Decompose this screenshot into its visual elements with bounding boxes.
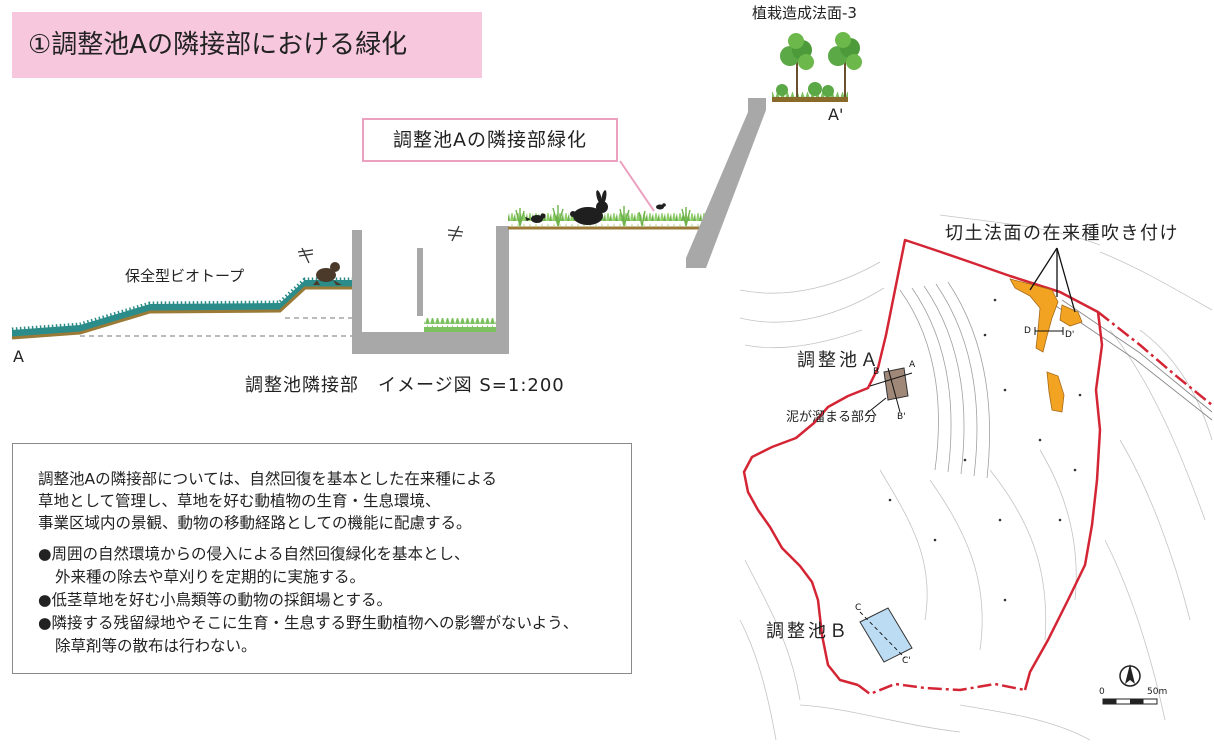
biotope-ground bbox=[11, 277, 352, 340]
page-title: ①調整池Aの隣接部における緑化 bbox=[28, 30, 408, 60]
pond-a-plan bbox=[869, 367, 913, 413]
cut-slope-seeding-area bbox=[1009, 278, 1083, 413]
bullet-item: ●周囲の自然環境からの侵入による自然回復緑化を基本とし、 bbox=[38, 545, 470, 563]
bullet-item-continuation: 除草剤等の散布は行わない。 bbox=[55, 637, 257, 655]
adjacent-grassland bbox=[508, 205, 705, 230]
rabbit-icon bbox=[570, 190, 608, 225]
planted-slope-label: 植栽造成法面-3 bbox=[752, 4, 857, 22]
mud-leader-line bbox=[865, 397, 887, 415]
pond-b-label: 調整池Ｂ bbox=[766, 621, 850, 642]
greening-callout: 調整池Aの隣接部緑化 bbox=[362, 118, 618, 162]
shrub-icon bbox=[776, 82, 834, 97]
pond-a-label: 調整池Ａ bbox=[797, 350, 881, 371]
notes-box: 調整池Aの隣接部については、自然回復を基本とした在来種による 草地として管理し、… bbox=[12, 443, 632, 674]
section-mark-b-prime: B' bbox=[897, 412, 906, 422]
contour-lines bbox=[739, 214, 1213, 741]
section-mark-c-prime: C' bbox=[902, 656, 911, 666]
scale-end-label: 50m bbox=[1147, 687, 1168, 697]
road-lines bbox=[1055, 299, 1213, 421]
pond-b-plan bbox=[859, 607, 913, 663]
cut-slope-leader-lines bbox=[1029, 247, 1076, 313]
tree-icon bbox=[828, 32, 862, 97]
section-mark-c: C bbox=[855, 603, 862, 613]
section-end-point-label: A' bbox=[828, 105, 844, 124]
cut-slope-label: 切土法面の在来種吹き付け bbox=[945, 223, 1179, 244]
bullet-item: ●隣接する残留緑地やそこに生育・生息する野生動植物への影響がないよう、 bbox=[38, 614, 579, 632]
bullet-item: ●低茎草地を好む小鳥類等の動物の採餌場とする。 bbox=[38, 591, 393, 609]
notes-intro-line: 草地として管理し、草地を好む動植物の生育・生息環境、 bbox=[38, 492, 441, 510]
frog-icon bbox=[313, 262, 342, 285]
section-start-point-label: A bbox=[13, 347, 24, 366]
pond-bottom-grass bbox=[424, 318, 496, 332]
notes-intro: 調整池Aの隣接部については、自然回復を基本とした在来種による 草地として管理し、… bbox=[38, 468, 631, 534]
survey-points bbox=[888, 298, 1082, 602]
greening-callout-text: 調整池Aの隣接部緑化 bbox=[393, 129, 587, 151]
planted-slope-top bbox=[772, 92, 848, 102]
reference-dashed-lines bbox=[80, 317, 352, 337]
mud-area-label: 泥が溜まる部分 bbox=[786, 410, 878, 425]
biotope-label: 保全型ビオトープ bbox=[125, 267, 245, 285]
pond-a-structure bbox=[352, 226, 509, 354]
bird-icon bbox=[525, 213, 546, 223]
section-mark-d-prime: D' bbox=[1065, 330, 1075, 340]
slope-wall bbox=[686, 98, 766, 268]
callout-leader-line bbox=[619, 160, 655, 212]
notes-bullet-list: ●周囲の自然環境からの侵入による自然回復緑化を基本とし、 外来種の除去や草刈りを… bbox=[38, 543, 631, 658]
notes-intro-line: 調整池Aの隣接部については、自然回復を基本とした在来種による bbox=[38, 470, 497, 488]
section-mark-a: A bbox=[909, 360, 916, 370]
notes-intro-line: 事業区域内の景観、動物の移動経路としての機能に配慮する。 bbox=[38, 514, 472, 532]
section-mark-b: B bbox=[873, 367, 880, 377]
scale-start-label: 0 bbox=[1099, 687, 1105, 697]
section-mark-d: D bbox=[1024, 326, 1031, 336]
project-boundary bbox=[742, 238, 1213, 696]
scale-bar bbox=[1102, 698, 1158, 705]
bullet-item-continuation: 外来種の除去や草刈りを定期的に実施する。 bbox=[55, 568, 366, 586]
tree-icon bbox=[780, 33, 814, 97]
section-line-d bbox=[1034, 327, 1064, 335]
dragonfly-icon bbox=[447, 225, 464, 242]
section-caption: 調整池隣接部 イメージ図 S=1:200 bbox=[245, 375, 565, 396]
bird-icon bbox=[656, 203, 666, 210]
title-banner: ①調整池Aの隣接部における緑化 bbox=[12, 12, 482, 78]
dragonfly-icon bbox=[297, 247, 314, 264]
north-arrow-icon bbox=[1119, 664, 1141, 687]
terrace-lines bbox=[899, 281, 990, 479]
